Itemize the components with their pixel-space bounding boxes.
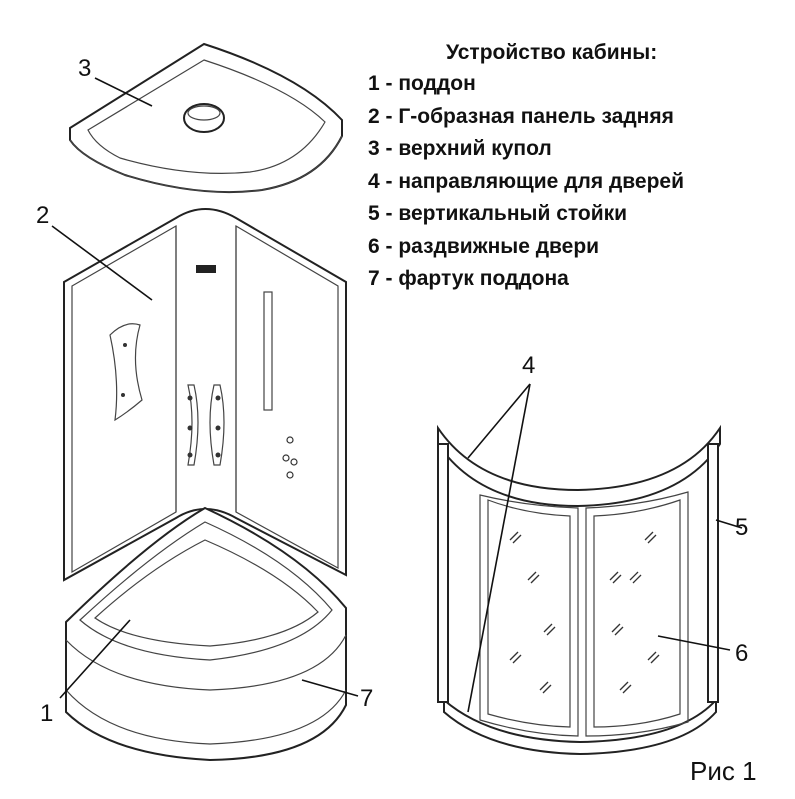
legend-item-6: 6 - раздвижные двери <box>368 234 600 258</box>
door-assembly <box>437 424 721 756</box>
figure-caption: Рис 1 <box>690 756 757 786</box>
legend-item-5: 5 - вертикальный стойки <box>368 202 628 225</box>
legend-item-2: 2 - Г-образная панель задняя <box>368 104 674 128</box>
callout-5: 5 <box>735 514 749 541</box>
legend-item-4: 4 - направляющие для дверей <box>368 169 685 193</box>
legend-item-7: 7 - фартук поддона <box>368 267 569 290</box>
back-panel <box>63 208 347 582</box>
leader-lines <box>51 77 743 713</box>
legend-item-1: 1 - поддон <box>368 72 476 95</box>
legend-title: Устройство кабины: <box>446 41 658 64</box>
callout-3: 3 <box>78 55 92 82</box>
legend-item-3: 3 - верхний купол <box>368 137 552 160</box>
shower-tray <box>65 506 347 762</box>
callout-4: 4 <box>522 352 536 379</box>
callout-2: 2 <box>36 202 50 229</box>
callout-7: 7 <box>360 685 374 712</box>
callout-6: 6 <box>735 640 749 667</box>
callout-1: 1 <box>40 700 54 727</box>
legend: Устройство кабины: 1 - поддон 2 - Г-обра… <box>368 38 788 296</box>
top-dome <box>69 42 343 194</box>
